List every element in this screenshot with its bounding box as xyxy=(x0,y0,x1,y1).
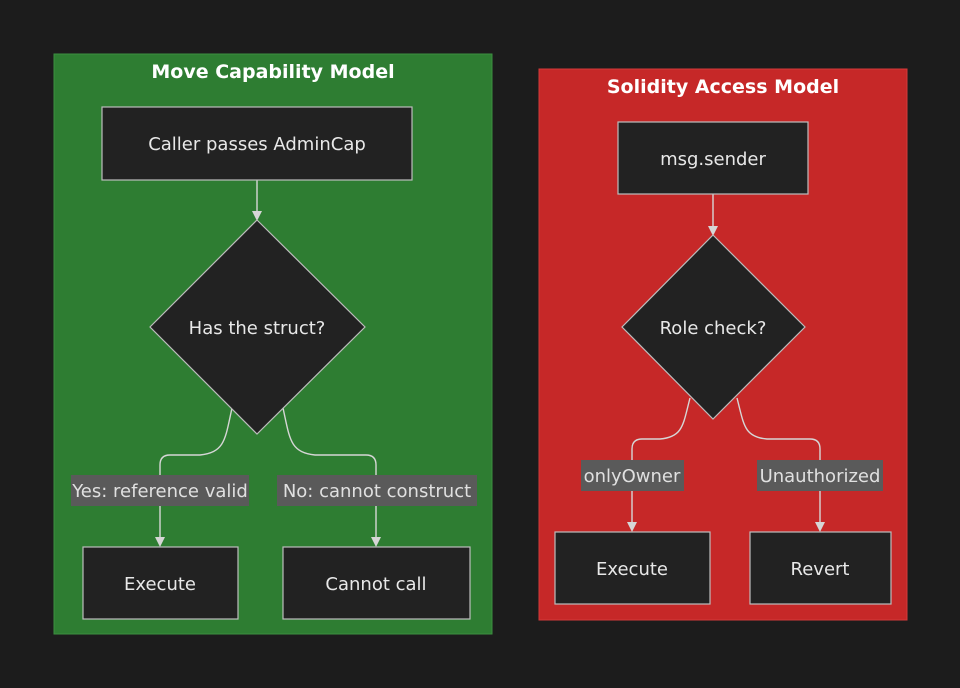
node-label: Revert xyxy=(791,559,850,580)
node-box xyxy=(282,546,471,620)
node-box xyxy=(82,546,239,620)
decision-diamond xyxy=(621,234,806,420)
edge-label-yes: Yes: reference valid xyxy=(71,475,249,506)
edge-label-background xyxy=(71,475,249,506)
node-box xyxy=(554,531,711,605)
node-box xyxy=(749,531,892,605)
edge-decision-to-cannot-call xyxy=(282,407,381,547)
edge-label-background xyxy=(757,460,883,491)
node-box xyxy=(101,106,413,181)
node-msg-sender[interactable]: msg.sender xyxy=(617,121,809,195)
edge-label-background xyxy=(277,475,477,506)
decision-label: Role check? xyxy=(660,318,767,339)
edge-label-background xyxy=(581,460,684,491)
node-caller-passes-admincap[interactable]: Caller passes AdminCap xyxy=(101,106,413,181)
edge-label-only-owner: onlyOwner xyxy=(581,460,684,491)
node-move-execute[interactable]: Execute xyxy=(82,546,239,620)
node-revert[interactable]: Revert xyxy=(749,531,892,605)
decision-has-the-struct[interactable]: Has the struct? xyxy=(149,219,366,435)
node-label: Execute xyxy=(124,574,196,595)
node-label: Execute xyxy=(596,559,668,580)
node-label: msg.sender xyxy=(660,149,766,170)
solidity-cluster-title: Solidity Access Model xyxy=(607,76,839,98)
edge-role-check-to-execute xyxy=(627,397,691,532)
edge-role-check-to-revert xyxy=(736,397,825,532)
move-capability-cluster: Move Capability Model Caller passes Admi… xyxy=(53,53,493,635)
node-label: Caller passes AdminCap xyxy=(148,134,366,155)
node-cannot-call[interactable]: Cannot call xyxy=(282,546,471,620)
edge-label-unauthorized: Unauthorized xyxy=(757,460,883,491)
edge-label-text: Unauthorized xyxy=(760,466,881,487)
edge-label-text: No: cannot construct xyxy=(283,481,471,502)
edge-label-text: onlyOwner xyxy=(584,466,681,487)
node-solidity-execute[interactable]: Execute xyxy=(554,531,711,605)
decision-label: Has the struct? xyxy=(189,318,326,339)
edge-label-text: Yes: reference valid xyxy=(71,481,248,502)
decision-role-check[interactable]: Role check? xyxy=(621,234,806,420)
move-cluster-title: Move Capability Model xyxy=(151,61,394,83)
solidity-access-cluster: Solidity Access Model msg.sender Role ch… xyxy=(538,68,908,621)
edge-decision-to-execute xyxy=(155,407,233,547)
node-label: Cannot call xyxy=(325,574,426,595)
edge-label-no: No: cannot construct xyxy=(277,475,477,506)
decision-diamond xyxy=(149,219,366,435)
node-box xyxy=(617,121,809,195)
